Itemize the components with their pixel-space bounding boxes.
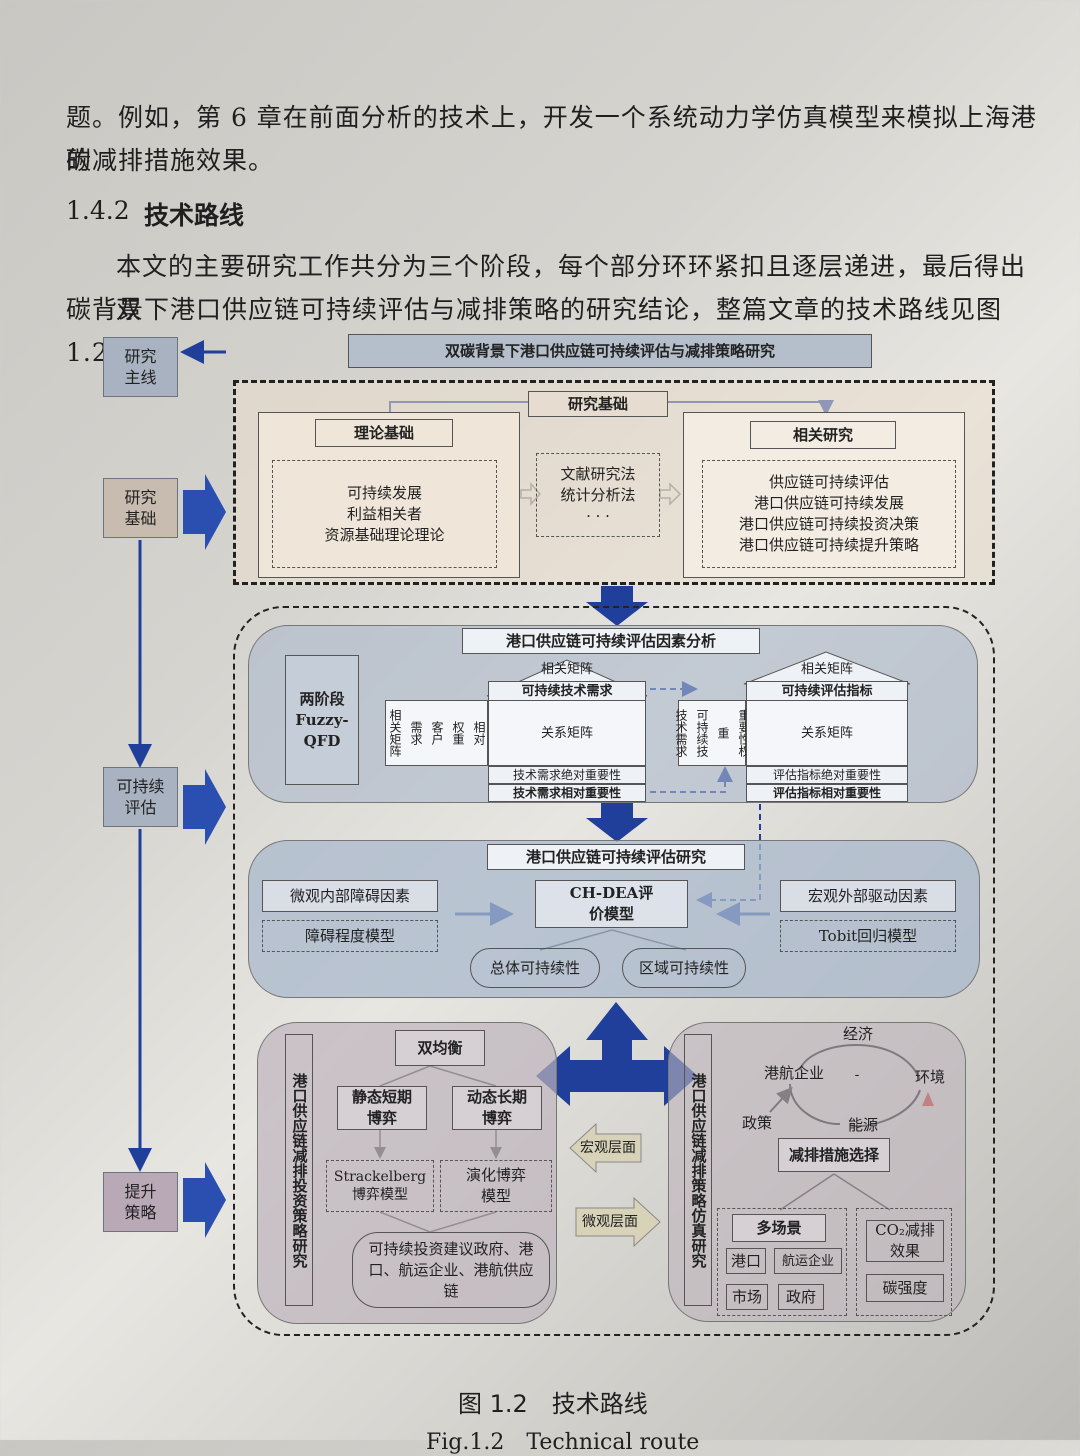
tobit-model: Tobit回归模型	[780, 920, 956, 952]
tech-rel-label: 技术需求相对重要性	[488, 784, 646, 802]
evolution-model: 演化博弈模型	[440, 1160, 552, 1212]
loop-sign: -	[854, 1066, 860, 1083]
diagram-title: 双碳背景下港口供应链可持续评估与减排策略研究	[348, 334, 872, 368]
macro-factor: 宏观外部驱动因素	[780, 880, 956, 912]
method-item: 文献研究法	[560, 464, 636, 483]
rel-matrix-right: 关系矩阵	[746, 700, 908, 766]
related-item: 供应链可持续评估	[768, 473, 889, 491]
static-game: 静态短期博弈	[337, 1086, 427, 1130]
multi-scenario: 多场景	[732, 1214, 826, 1242]
loop-energy: 能源	[847, 1115, 878, 1134]
obstacle-model: 障碍程度模型	[262, 920, 438, 952]
theory-items: 可持续发展 利益相关者 资源基础理论理论	[272, 460, 497, 568]
regional-sustainability: 区域可持续性	[622, 948, 746, 988]
theory-label: 理论基础	[315, 419, 453, 447]
rel-matrix-left: 关系矩阵	[488, 700, 646, 766]
section-number: 1.4.2	[66, 196, 130, 225]
figure-caption-en: Fig.1.2 Technical route	[426, 1430, 700, 1455]
measure-select: 减排措施选择	[778, 1138, 890, 1172]
scenario-government: 政府	[778, 1284, 824, 1310]
micro-factor: 微观内部障碍因素	[262, 880, 438, 912]
method-item: 统计分析法	[560, 485, 636, 504]
method-item: · · ·	[586, 506, 610, 525]
theory-item: 利益相关者	[346, 504, 422, 523]
effect-group	[856, 1208, 952, 1316]
carbon-intensity: 碳强度	[866, 1274, 944, 1302]
tech-abs-label: 技术需求绝对重要性	[488, 766, 646, 784]
study-title: 港口供应链可持续评估研究	[487, 844, 745, 870]
related-item: 港口供应链可持续提升策略	[738, 536, 919, 554]
paragraph-line: 题。例如，第 6 章在前面分析的技术上，开发一个系统动力学仿真模型来模拟上海港的	[66, 103, 1037, 175]
side-label-strategy: 提升策略	[103, 1172, 178, 1232]
related-item: 港口供应链可持续发展	[753, 494, 904, 512]
loop-shipping: 港航企业	[763, 1063, 824, 1082]
invest-title: 港口供应链减排投资策略研究	[285, 1034, 313, 1306]
section-main-container	[233, 606, 995, 1336]
loop-economy: 经济	[842, 1024, 873, 1043]
related-item: 港口供应链可持续投资决策	[738, 515, 919, 533]
corr-matrix-label: 相关矩阵	[540, 661, 593, 677]
left-col: 相对	[472, 721, 486, 745]
loop-environment: 环境	[914, 1067, 945, 1086]
tech-req-label: 可持续技术需求	[488, 681, 646, 701]
micro-level-label: 微观层面	[582, 1213, 638, 1230]
methods-box: 文献研究法 统计分析法 · · ·	[536, 453, 660, 537]
overall-sustainability: 总体可持续性	[470, 948, 600, 988]
side-label-main: 研究主线	[103, 337, 178, 397]
stackelberg-model: Strackelberg博弈模型	[326, 1160, 434, 1212]
left-col: 相关矩阵	[388, 709, 402, 757]
theory-item: 资源基础理论理论	[324, 525, 445, 544]
double-equilibrium: 双均衡	[395, 1030, 485, 1066]
investment-advice: 可持续投资建议政府、港口、航运企业、港航供应链	[352, 1232, 550, 1308]
paragraph-line: 碳减排措施效果。	[66, 146, 275, 175]
section-invest	[257, 1022, 557, 1324]
loop-policy: 政策	[741, 1113, 772, 1132]
scenario-shipping: 航运企业	[774, 1248, 842, 1274]
scenario-group	[717, 1208, 847, 1316]
scenario-port: 港口	[726, 1248, 766, 1274]
related-items: 供应链可持续评估 港口供应链可持续发展 港口供应链可持续投资决策 港口供应链可持…	[702, 460, 956, 568]
left-col: 客户	[430, 721, 444, 745]
mid-col: 可持续技	[695, 709, 709, 757]
side-label-eval: 可持续评估	[103, 767, 178, 827]
co2-effect: CO₂减排效果	[866, 1220, 944, 1262]
left-cols: 相关矩阵 需求 客户 权重 相对	[385, 700, 488, 766]
eval-rel-label: 评估指标相对重要性	[746, 784, 908, 802]
section-title: 技术路线	[144, 201, 245, 230]
mid-col: 技术需求	[674, 709, 688, 757]
two-stage-label: 两阶段Fuzzy-QFD	[285, 655, 359, 785]
figure-caption: 图 1.2 技术路线	[458, 1390, 648, 1418]
macro-level-label: 宏观层面	[580, 1139, 636, 1156]
side-label-base: 研究基础	[103, 478, 178, 538]
research-base-label: 研究基础	[528, 391, 668, 417]
corr-matrix-label-right: 相关矩阵	[800, 661, 853, 677]
chdea-model: CH-DEA评价模型	[535, 880, 688, 928]
left-col: 权重	[451, 721, 465, 745]
eval-abs-label: 评估指标绝对重要性	[746, 766, 908, 784]
scenario-market: 市场	[726, 1284, 768, 1310]
dynamic-game: 动态长期博弈	[452, 1086, 542, 1130]
mid-col: 重	[716, 727, 730, 739]
mid-cols: 技术需求 可持续技 重 重要性权	[674, 700, 751, 766]
left-col: 需求	[409, 721, 423, 745]
theory-item: 可持续发展	[346, 483, 422, 502]
eval-index-label: 可持续评估指标	[746, 681, 908, 701]
sim-title: 港口供应链减排策略仿真研究	[684, 1034, 712, 1306]
related-label: 相关研究	[750, 421, 896, 449]
paragraph-line: 本文的主要研究工作共分为三个阶段，每个部分环环紧扣且逐层递进，最后得出双	[116, 252, 1027, 324]
factor-title: 港口供应链可持续评估因素分析	[462, 628, 760, 654]
